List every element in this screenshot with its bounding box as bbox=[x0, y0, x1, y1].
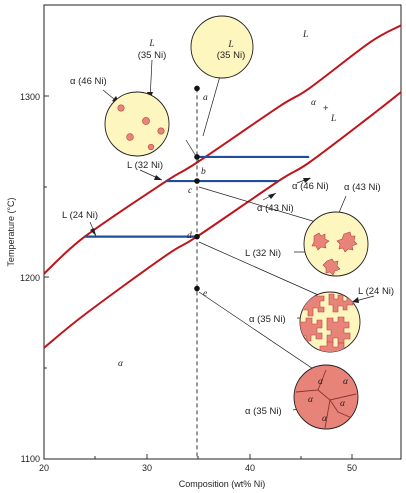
x-axis bbox=[43, 454, 353, 459]
plot-frame bbox=[43, 4, 402, 460]
microstructure-e bbox=[293, 364, 359, 430]
label-L35-bubble-comp: (35 Ni) bbox=[217, 50, 246, 61]
x-tick-label: 30 bbox=[142, 463, 152, 473]
region-two-phase-alpha: α bbox=[311, 98, 317, 108]
state-point-d bbox=[194, 233, 200, 240]
point-label-d: d bbox=[187, 231, 192, 241]
label-alpha35-d: α (35 Ni) bbox=[249, 314, 286, 325]
y-tick-label: 1200 bbox=[20, 273, 40, 283]
label-alpha43-right: α (43 Ni) bbox=[344, 182, 381, 193]
grain-label: α bbox=[322, 414, 328, 424]
label-alpha35-e: α (35 Ni) bbox=[245, 406, 282, 417]
grain-label: α bbox=[340, 399, 346, 409]
region-two-phase-plus: + bbox=[323, 103, 329, 114]
label-L24: L (24 Ni) bbox=[62, 210, 98, 221]
state-point-e bbox=[194, 285, 200, 292]
label-alpha43-mid: α (43 Ni) bbox=[257, 203, 294, 214]
label-alpha46-right: α (46 Ni) bbox=[292, 181, 329, 192]
y-tick-label: 1300 bbox=[20, 92, 40, 102]
grain-label: α bbox=[343, 377, 349, 387]
point-label-a: a bbox=[203, 93, 208, 103]
label-L35-top: L bbox=[148, 39, 154, 49]
x-tick-label: 40 bbox=[245, 463, 255, 473]
region-two-phase-L: L bbox=[330, 114, 336, 124]
x-tick-label: 50 bbox=[347, 463, 357, 473]
region-solid-label: α bbox=[118, 359, 124, 369]
state-point-a bbox=[194, 85, 200, 92]
grain-label: α bbox=[318, 377, 324, 387]
point-label-e: e bbox=[203, 289, 207, 299]
y-axis-label: Temperature (°C) bbox=[6, 197, 16, 266]
y-tick-label: 1100 bbox=[21, 454, 40, 464]
label-L32-d: L (32 Ni) bbox=[245, 248, 281, 259]
solidus-curve bbox=[43, 91, 402, 349]
label-L24-right: L (24 Ni) bbox=[358, 286, 394, 297]
point-label-c: c bbox=[188, 186, 193, 196]
x-axis-label: Composition (wt% Ni) bbox=[179, 479, 266, 489]
grain-label: α bbox=[308, 395, 314, 405]
microstructure-a bbox=[190, 15, 254, 79]
microstructure-d bbox=[299, 291, 361, 353]
label-L35-top-comp: (35 Ni) bbox=[138, 50, 167, 61]
tie-lines bbox=[84, 155, 310, 238]
label-L32-c: L (32 Ni) bbox=[127, 160, 163, 171]
region-liquid-label: L bbox=[302, 30, 308, 40]
microstructure-c bbox=[303, 211, 369, 277]
x-tick-label: 20 bbox=[39, 463, 49, 473]
y-axis bbox=[44, 95, 49, 369]
point-label-b: b bbox=[201, 167, 206, 177]
label-alpha46-b: α (46 Ni) bbox=[70, 76, 107, 87]
label-L35-bubble: L bbox=[227, 40, 233, 50]
liquidus-curve bbox=[43, 24, 402, 275]
state-point-c bbox=[194, 178, 200, 184]
microstructure-b bbox=[104, 91, 170, 157]
